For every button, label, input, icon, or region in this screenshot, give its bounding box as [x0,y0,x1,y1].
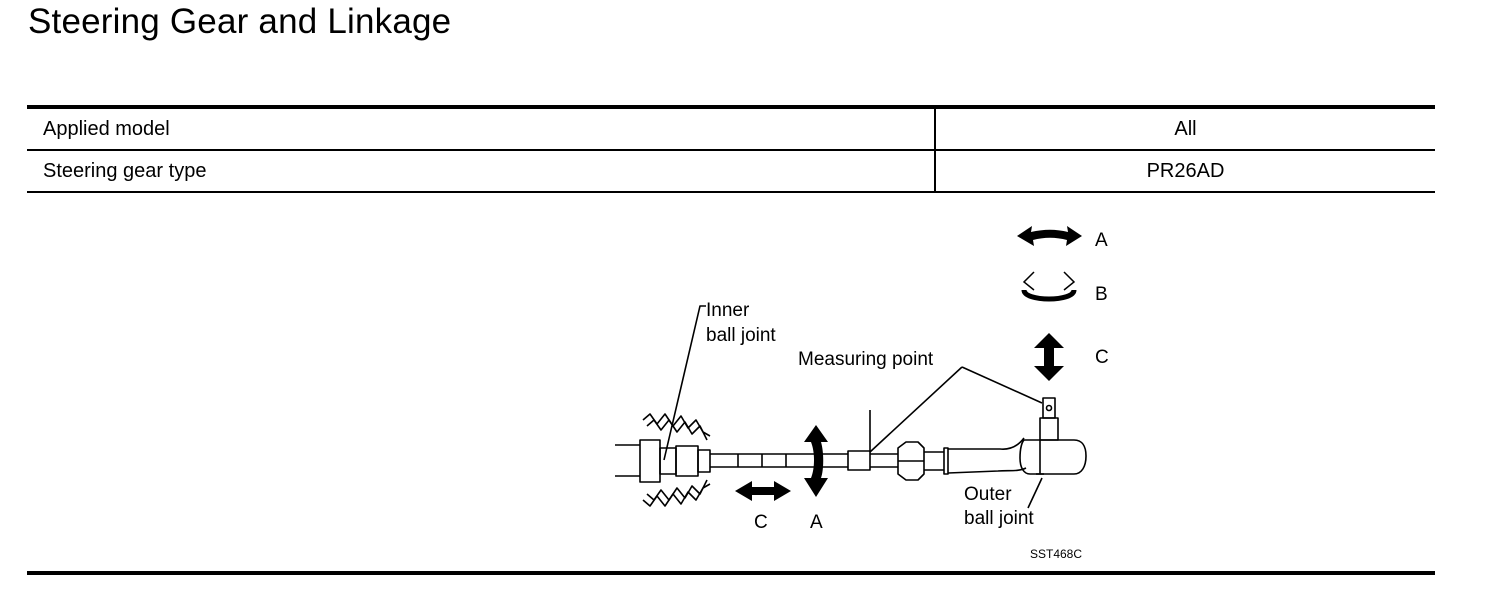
legend-label-b: B [1095,284,1108,305]
vertical-double-arrow-icon [1034,333,1064,381]
inner-ball-joint-label-line1: Inner [706,300,750,321]
page-title: Steering Gear and Linkage [28,2,452,41]
table-row: Applied model All [27,105,1435,151]
motion-label-c: C [754,512,768,533]
curved-double-arrow-icon [1017,226,1082,246]
steering-gear-type-label: Steering gear type [27,150,936,193]
figure-code: SST468C [1030,547,1082,561]
rotation-arrows-icon [1021,271,1077,302]
outer-ball-joint-label-line2: ball joint [964,508,1034,529]
applied-model-label: Applied model [27,105,936,151]
horizontal-double-arrow-icon [735,481,791,501]
inner-ball-joint-label-line2: ball joint [706,325,776,346]
leader-lines [663,305,1043,509]
bottom-rule [27,571,1435,575]
inner-tie-rod [710,450,898,471]
applied-model-value: All [935,105,1435,151]
table-row: Steering gear type PR26AD [27,150,1435,193]
vertical-double-arrow-icon [804,425,828,497]
outer-tie-rod-end [924,397,1087,475]
spec-table: Applied model All Steering gear type PR2… [27,105,1435,193]
steering-rack [615,439,677,483]
inner-ball-joint-boot [642,413,711,507]
lock-nut [897,441,925,481]
legend-label-c: C [1095,347,1109,368]
outer-ball-joint-label-line1: Outer [964,484,1012,505]
legend-label-a: A [1095,230,1108,251]
steering-gear-type-value: PR26AD [935,150,1435,193]
measuring-point-label: Measuring point [798,349,934,370]
motion-label-a: A [810,512,823,533]
motion-legend [1017,226,1082,381]
